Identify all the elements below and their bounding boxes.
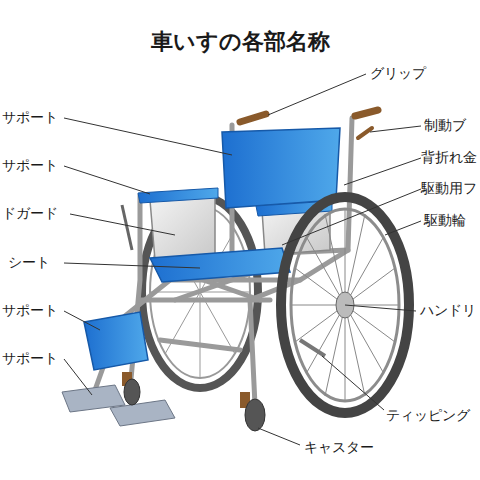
caster [122,372,265,431]
tipping-lever [300,340,325,356]
leader-lines [64,74,421,445]
part-label: サポート [2,158,58,173]
grip [240,110,378,122]
part-label: キャスター [304,440,374,455]
back-support [222,128,340,208]
part-label: 背折れ金 [421,150,477,165]
brake-lever [122,205,132,250]
leg-support [84,312,148,370]
part-label: サポート [2,351,58,366]
part-label: ティッピング [386,408,470,423]
diagram-title: 車いすの各部名称 [0,30,480,54]
foot-support [110,400,175,426]
part-label: ドガード [2,206,58,221]
part-label: サポート [2,110,58,125]
part-label: 駆動輪 [424,213,466,228]
side-guard [150,195,215,260]
part-label: サポート [2,303,58,318]
part-label: シート [8,255,50,270]
part-label: 駆動用フ [421,181,477,196]
part-label: グリップ [370,66,426,81]
arm-support [138,188,218,203]
part-label: ハンドリ [420,303,476,318]
brake [358,128,372,138]
part-label: 制動ブ [424,118,466,133]
seat [150,248,290,282]
